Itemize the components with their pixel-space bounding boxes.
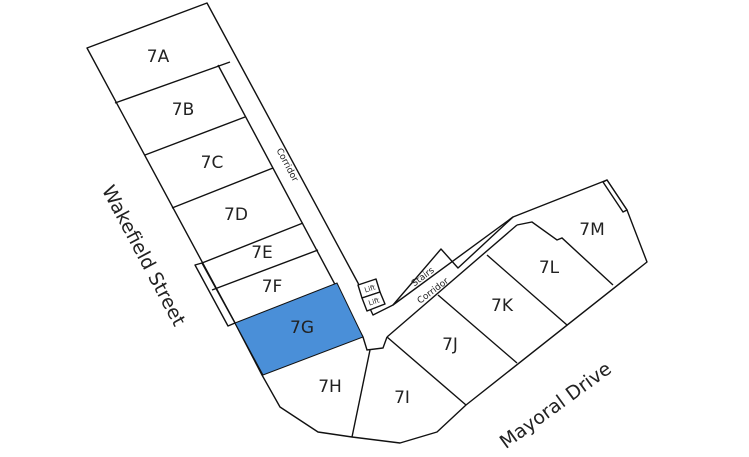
divider-7e-7f [211, 249, 319, 291]
unit-7k-label: 7K [491, 296, 514, 316]
unit-7a-label: 7A [147, 47, 170, 67]
unit-7i-label: 7I [394, 388, 410, 408]
unit-7g-label: 7G [290, 318, 314, 338]
bay-window-7m [602, 179, 628, 213]
divider-7d-7e [201, 222, 304, 264]
building-outline [86, 2, 648, 444]
unit-7e-label: 7E [251, 243, 273, 263]
divider-7l-7m [516, 221, 614, 286]
lift-label-1: Lift [364, 283, 377, 294]
divider-7j-7k [437, 294, 518, 364]
divider-7a-7b [114, 61, 231, 104]
lift-2 [361, 291, 386, 312]
divider-7i-7j [386, 336, 467, 406]
corridor-lower-wall [386, 224, 518, 338]
divider-7h-7i [351, 349, 371, 438]
unit-7b-label: 7B [172, 100, 194, 120]
unit-7m-label: 7M [579, 220, 604, 240]
corridor-upper-wall [392, 216, 514, 306]
mayoral-drive-label: Mayoral Drive [496, 358, 616, 454]
unit-7h-label: 7H [318, 377, 342, 397]
corridor-notch [362, 336, 388, 351]
unit-7c-label: 7C [201, 153, 224, 173]
unit-7j-label: 7J [442, 335, 458, 355]
lift-label-2: Lift [368, 296, 381, 307]
unit-7l-label: 7L [539, 258, 560, 278]
divider-7b-7c [144, 116, 246, 156]
unit-7f-label: 7F [262, 277, 283, 297]
unit-7d-label: 7D [224, 205, 248, 225]
divider-7c-7d [171, 167, 274, 209]
divider-7k-7l [486, 254, 568, 326]
